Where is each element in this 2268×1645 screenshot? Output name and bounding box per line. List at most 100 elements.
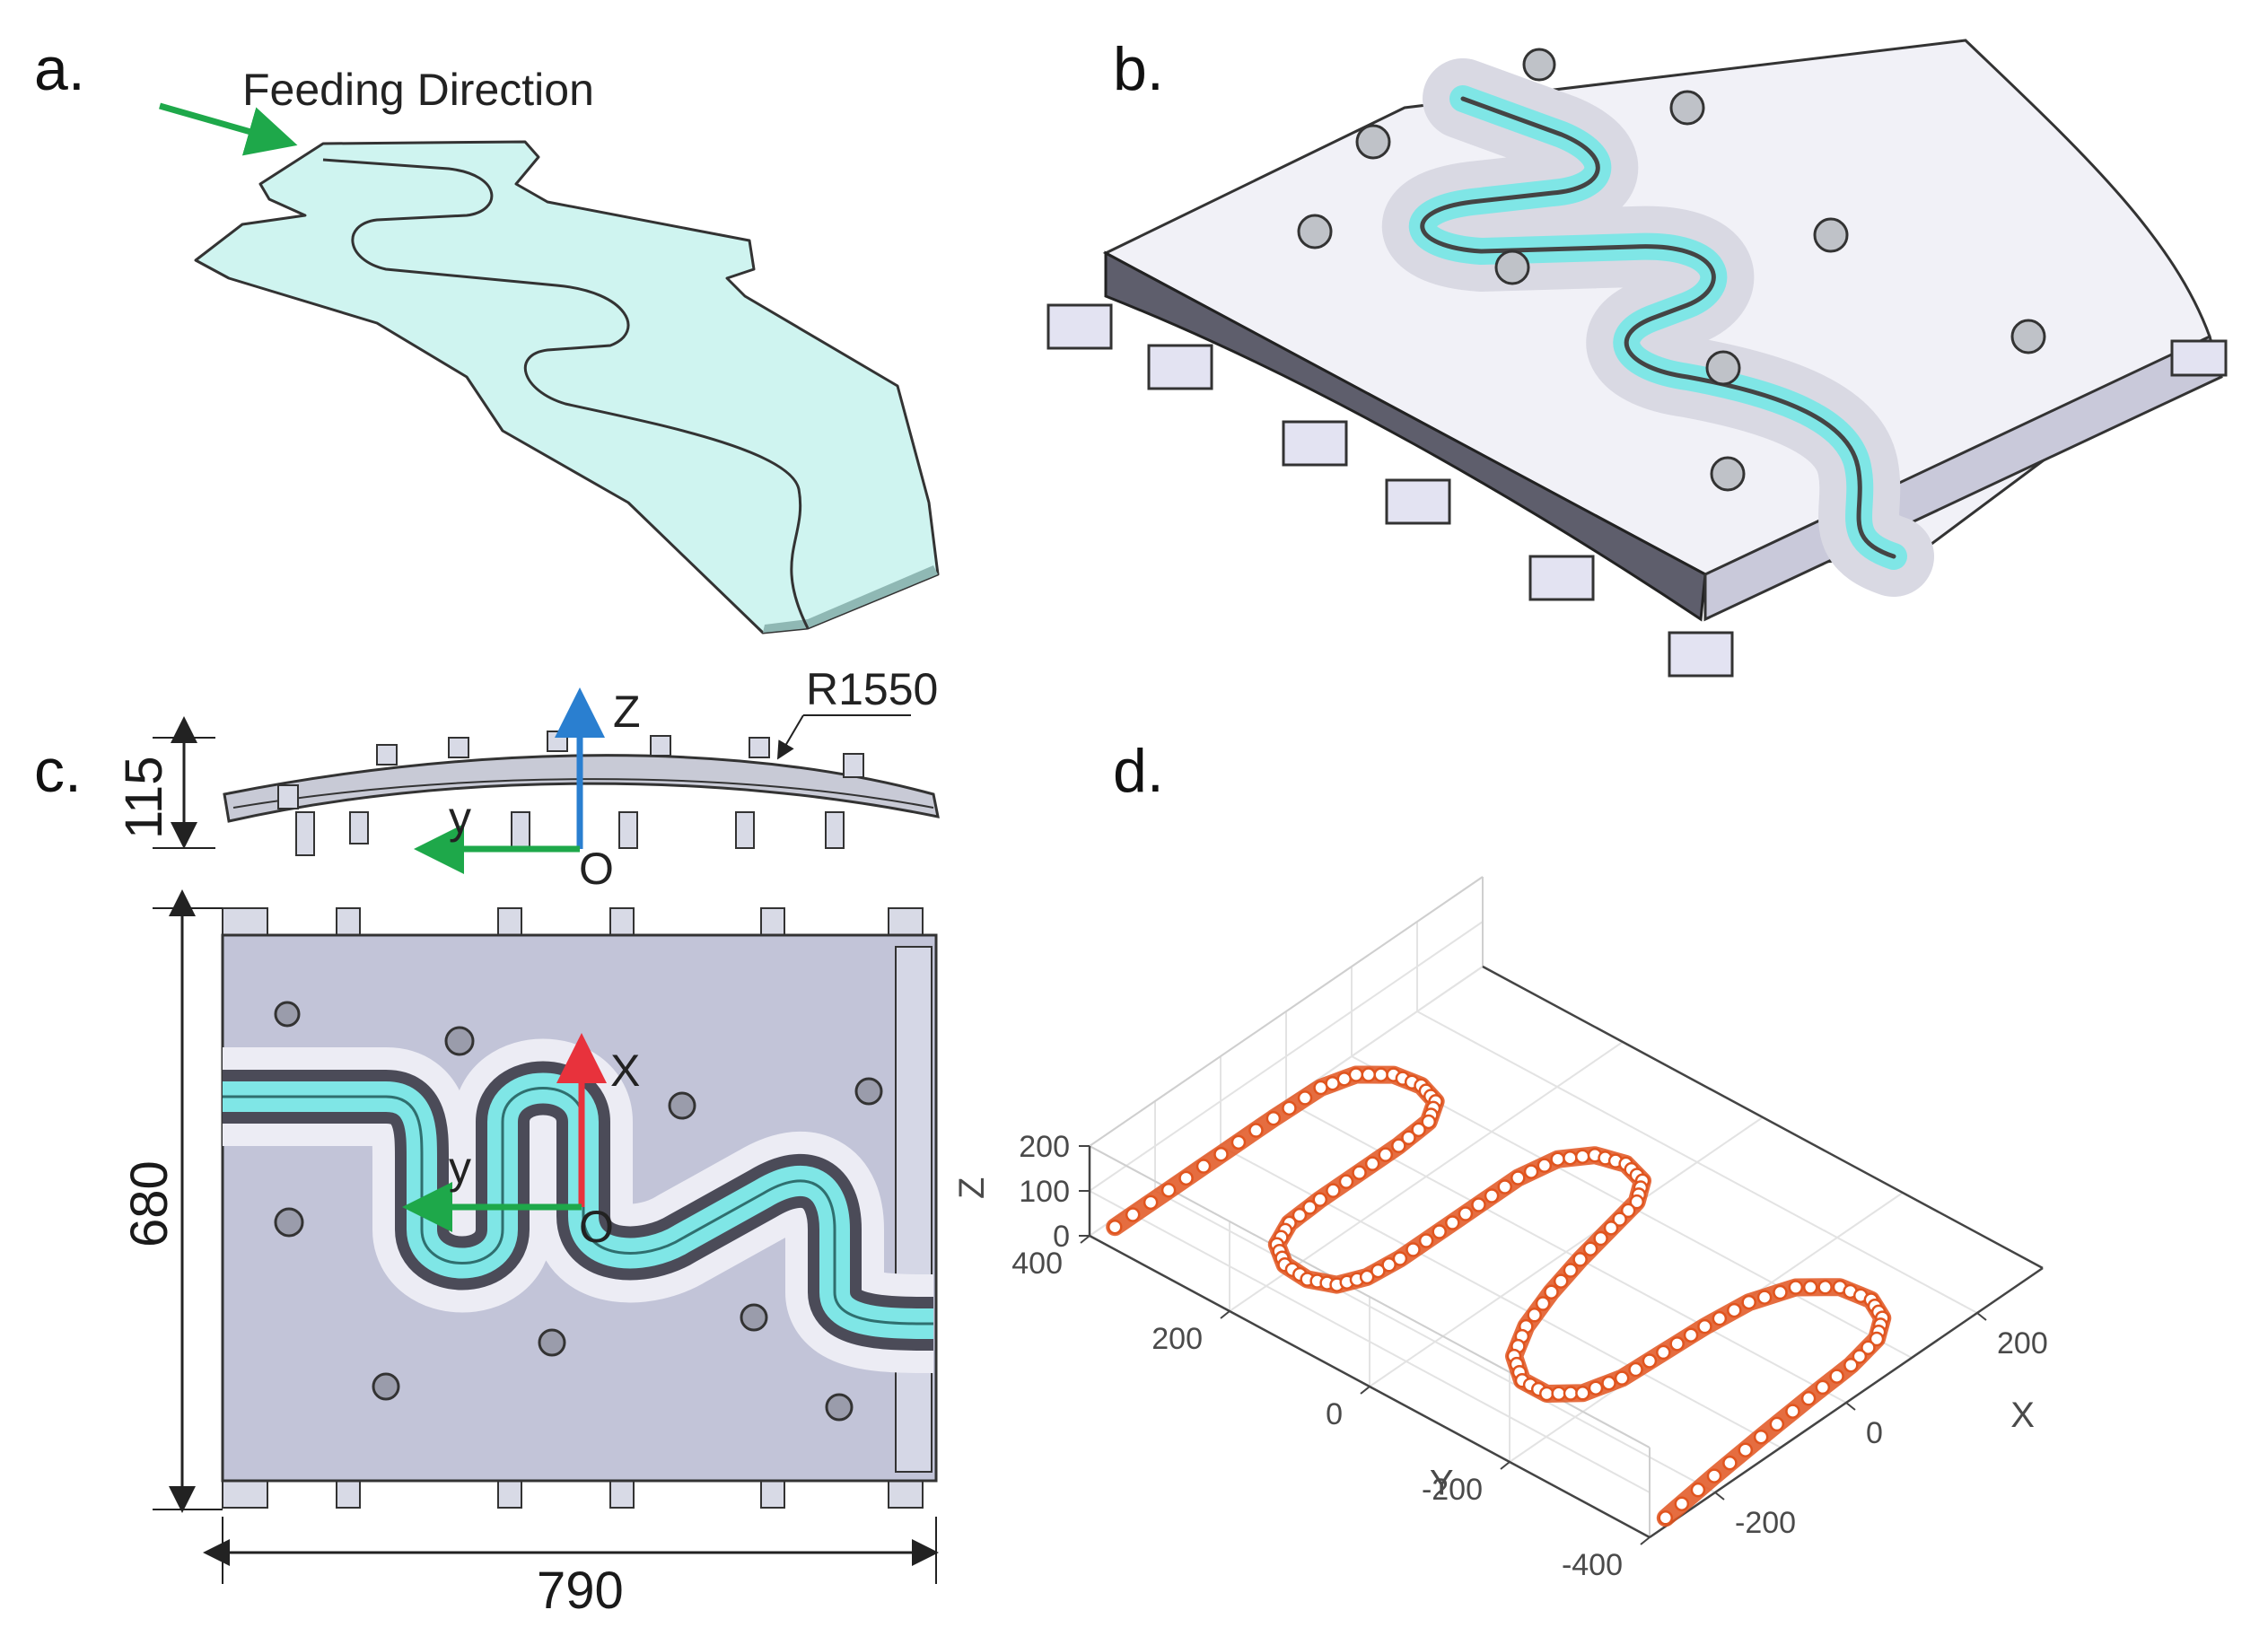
side-view-curve [232,778,934,809]
trajectory-point [1861,1340,1876,1355]
die-channel-center [1420,96,1896,559]
trajectory-point [1690,1482,1706,1498]
top-origin-label: O [579,1202,614,1252]
y-axis-label: Y [1430,1463,1454,1502]
trajectory-point [1527,1308,1542,1323]
trajectory-point [1125,1207,1141,1222]
trajectory-point [1359,1269,1375,1285]
trajectory-point [1370,1263,1386,1279]
trajectory-point [1248,1123,1264,1138]
z-axis-label: Z [952,1177,992,1199]
trajectory-point [1753,1429,1769,1445]
trajectory-point [1418,1233,1434,1248]
x-tick [1845,1402,1856,1411]
trajectory-point [1292,1207,1308,1223]
box-edge [1089,876,1484,1147]
y-tick [1080,1235,1090,1244]
trajectory-point [1361,1067,1377,1082]
y-tick [1360,1386,1370,1395]
blank-sheet [194,140,940,634]
trajectory-point [1588,1380,1604,1396]
trajectory-point [1107,1219,1123,1235]
x-tick-label: 0 [1866,1416,1883,1450]
trajectory-point [1620,1203,1636,1219]
trajectory-point [1544,1284,1559,1299]
side-view: R1550 115 Z y O [115,664,940,894]
trajectory-point [1497,1179,1512,1194]
panel-c-label: c. [34,737,82,805]
trajectory-point [1511,1170,1526,1186]
trajectory-point [1572,1252,1588,1267]
trajectory-point [1656,1344,1671,1361]
trajectory-point [1706,1468,1722,1483]
trajectory-point [1817,1280,1833,1295]
panel-a-label: a. [34,35,85,103]
y-tick [1500,1461,1511,1470]
trajectory-point [1852,1349,1868,1364]
blank-centerline [322,158,810,629]
trajectory-point [1391,1138,1406,1153]
trajectory-point [1282,1100,1297,1116]
side-axis-z-label: Z [613,687,641,737]
trajectory-point [1471,1197,1486,1212]
trajectory-point [1802,1280,1818,1295]
top-axis-x-label: X [610,1046,640,1096]
trajectory-point [1373,1067,1388,1082]
top-view-bolts [274,1001,883,1422]
trajectory-point [1869,1331,1885,1347]
trajectory-point [1326,1183,1341,1198]
trajectory-point [1523,1164,1539,1179]
trajectory-point [1432,1224,1447,1239]
trajectory-point [1741,1294,1756,1310]
z-tick-label: 200 [1019,1130,1070,1164]
trajectory-point [1722,1455,1738,1471]
trajectory-point [1563,1263,1579,1278]
panel-c: c. R1550 [34,664,940,1620]
trajectory-point [1338,1174,1354,1189]
trajectory-point [1553,1273,1569,1289]
trajectory-point [1629,1194,1644,1210]
trajectory-point [1213,1146,1229,1162]
trajectory-point [1411,1122,1426,1138]
x-tick-label: -200 [1735,1506,1796,1540]
trajectory-point [1458,1206,1474,1221]
y-tick-label: 0 [1326,1397,1343,1431]
trajectory-point [1628,1361,1643,1378]
grid-line [1089,1190,1651,1493]
panel-a: a. Feeding Direction [34,35,940,634]
side-origin-label: O [579,844,614,894]
top-axis-y-label: y [449,1142,471,1193]
trajectory-point [1756,1290,1773,1305]
panel-d-label: d. [1113,737,1164,805]
x-tick [1976,1312,1987,1321]
x-tick-label: 200 [1997,1326,2048,1361]
trajectory-point [1769,1416,1785,1432]
side-axis-y-label: y [449,792,471,843]
length-dim-label: 680 [120,1160,179,1247]
x-axis-label: X [2010,1396,2035,1435]
trajectory-point [1551,1386,1566,1402]
trajectory-point [1392,1251,1408,1266]
trajectory-point [1537,1158,1553,1173]
y-tick-label: 200 [1152,1322,1203,1356]
trajectory-point [1593,1230,1608,1247]
trajectory-point [1364,1156,1380,1171]
y-tick [1640,1536,1651,1545]
die-bolts [1297,48,2046,492]
grid-line [1369,1116,1764,1387]
trajectory-point [1381,1257,1397,1273]
trajectory-point [1535,1296,1551,1311]
trajectory-point [1230,1134,1247,1151]
radius-leader-arrow [776,714,804,760]
box-edge [1482,965,2044,1270]
trajectory-point [1773,1284,1788,1300]
z-tick-label: 0 [1053,1220,1070,1254]
die-mounting-tabs [1046,303,2228,678]
z-tick-label: 100 [1019,1175,1070,1209]
width-dim-label: 790 [537,1562,624,1620]
y-tick [1220,1310,1230,1319]
trajectory-point [1582,1241,1598,1256]
